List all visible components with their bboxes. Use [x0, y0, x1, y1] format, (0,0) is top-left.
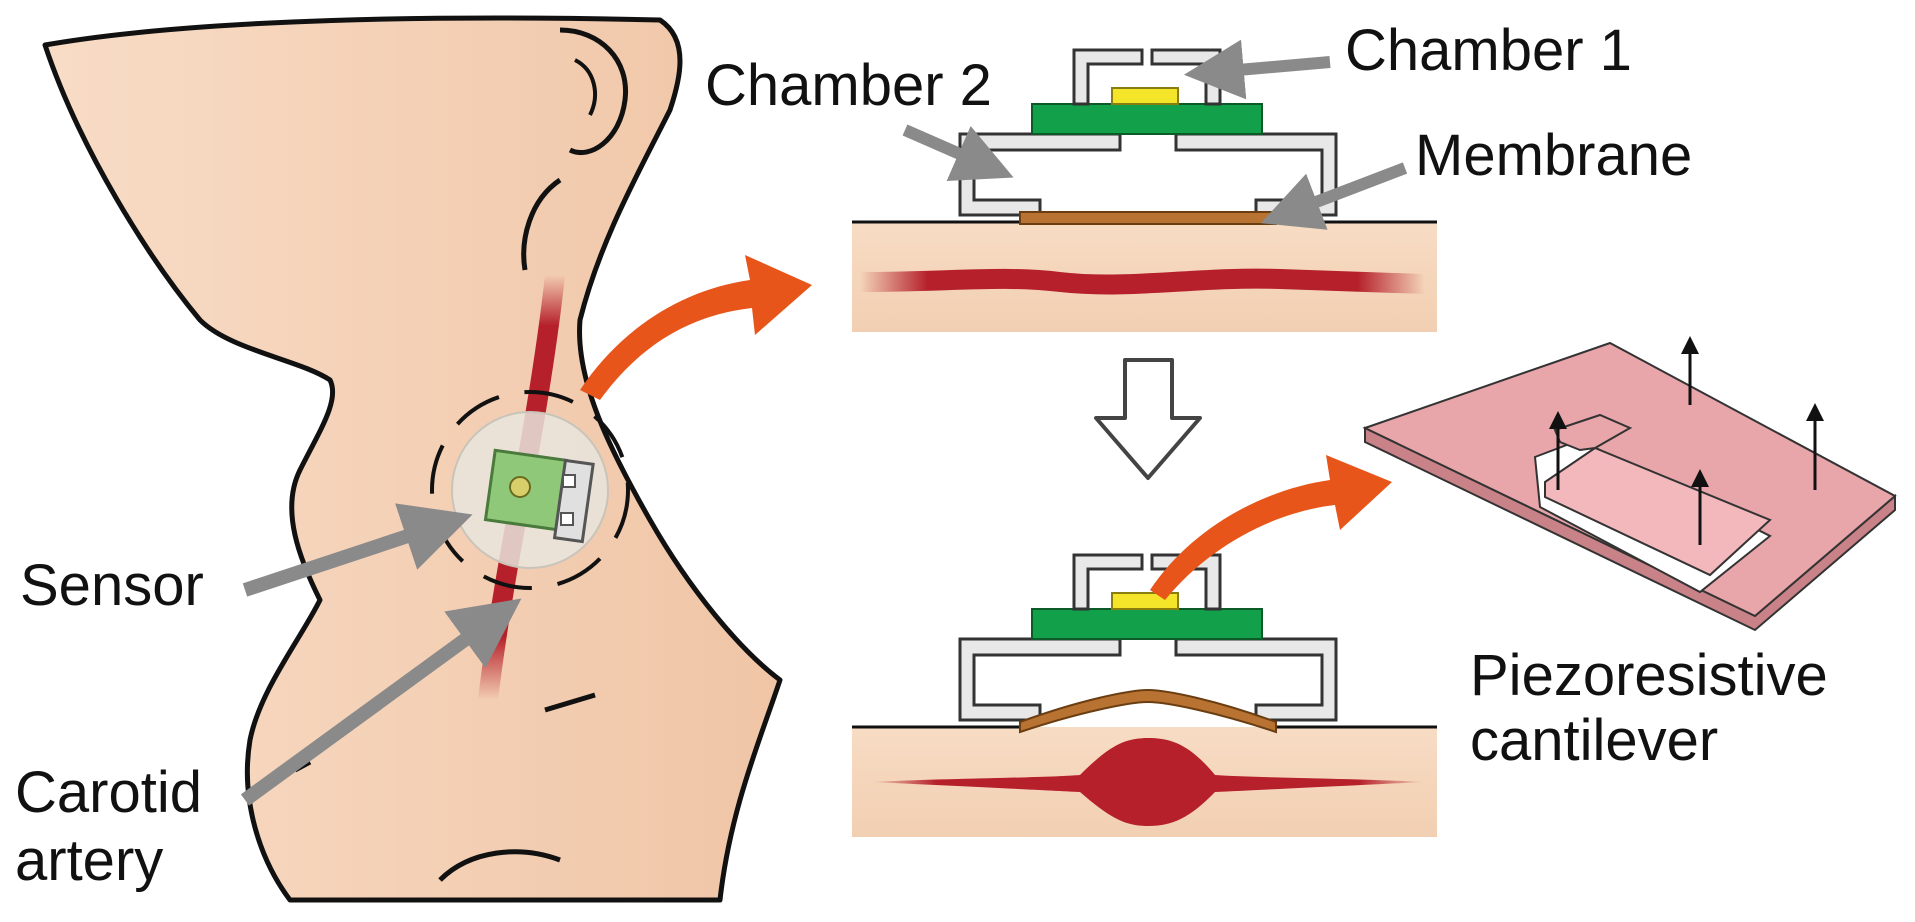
label-piezo-line2: cantilever: [1470, 708, 1718, 773]
sensor-on-neck: [430, 390, 630, 590]
ear-outline: [559, 27, 629, 155]
chamber-2-wall-pulse: [958, 637, 1338, 722]
pcb-board: [1031, 103, 1263, 135]
artery-pointer-arrow: [240, 598, 522, 806]
membrane-pointer: [1260, 162, 1408, 230]
membrane-deflected: [1019, 688, 1277, 734]
artery-bulge: [870, 738, 1425, 826]
cross-section-pulse: [852, 553, 1437, 837]
piezoresistive-cantilever: [1362, 336, 1897, 632]
label-chamber-2: Chamber 2: [705, 53, 992, 118]
membrane-resting: [1019, 211, 1277, 225]
label-carotid-line2: artery: [15, 828, 163, 893]
label-membrane: Membrane: [1415, 123, 1692, 188]
sensor-chip: [1111, 87, 1179, 105]
down-transition-arrow: [1094, 358, 1202, 480]
jaw-line: [521, 177, 562, 271]
chamber-2-pointer: [902, 124, 1014, 181]
label-sensor: Sensor: [20, 553, 204, 618]
callout-arrow-to-section: [580, 255, 812, 400]
cantilever-anchor: [1553, 413, 1633, 452]
neck-illustration: [42, 15, 783, 903]
label-piezo-line1: Piezoresistive: [1470, 643, 1828, 708]
cross-section-resting: [850, 39, 1437, 332]
artery-resting: [850, 268, 1435, 295]
ear-inner: [573, 58, 597, 116]
neck-skin: [42, 15, 783, 903]
callout-arrow-to-cantilever: [1150, 455, 1392, 600]
cantilever-beam: [1544, 446, 1772, 577]
label-carotid-line1: Carotid: [15, 760, 202, 825]
pcb-board-pulse: [1031, 608, 1263, 640]
collarbone-mark: [438, 849, 561, 882]
skin-crease: [544, 692, 596, 713]
chamber-2-wall: [958, 132, 1338, 217]
chamber-1-pointer: [1183, 39, 1331, 100]
label-chamber-1: Chamber 1: [1345, 18, 1632, 83]
sensor-pointer-arrow: [242, 503, 473, 597]
